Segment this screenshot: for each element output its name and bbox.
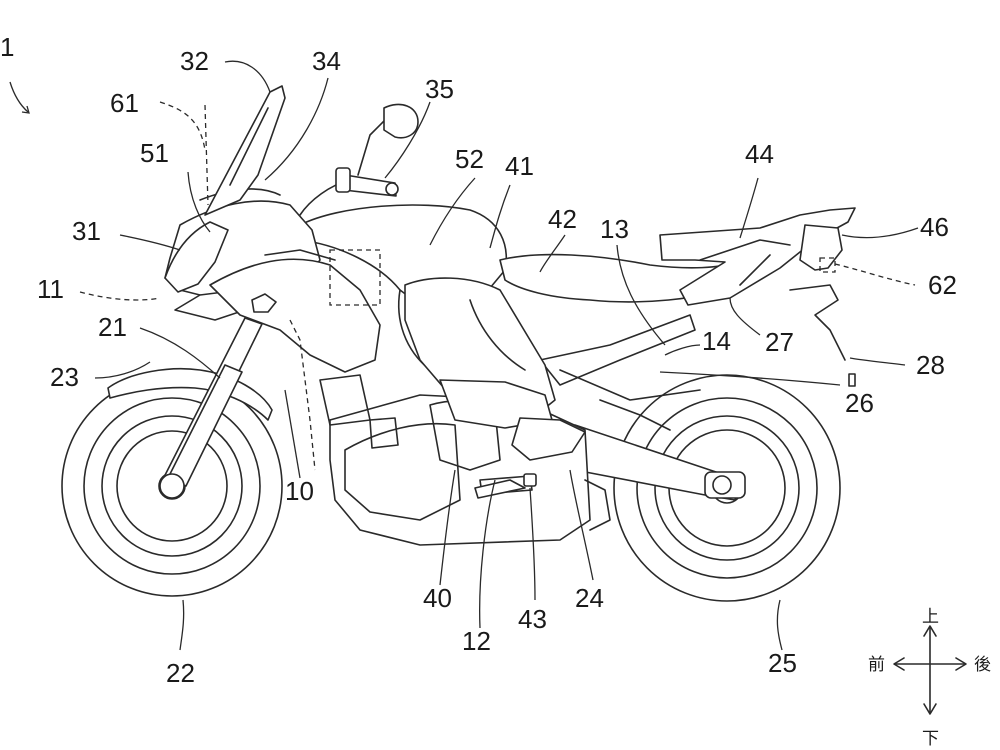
label-61: 61 [110, 88, 139, 118]
label-31: 31 [72, 216, 101, 246]
label-12: 12 [462, 626, 491, 656]
reference-labels: 32 34 35 61 51 52 41 44 31 42 13 46 11 6… [37, 46, 957, 688]
hidden-elements [79, 104, 916, 471]
direction-indicator: 上 下 前 後 [868, 607, 991, 749]
label-41: 41 [505, 151, 534, 181]
tail-section [789, 224, 856, 387]
front-cowl [164, 188, 381, 373]
label-52: 52 [455, 144, 484, 174]
handlebar [299, 167, 399, 216]
label-35: 35 [425, 74, 454, 104]
label-46: 46 [920, 212, 949, 242]
direction-down-label: 下 [922, 729, 939, 749]
label-62: 62 [928, 270, 957, 300]
leader-lines [94, 60, 919, 651]
label-40: 40 [423, 583, 452, 613]
windscreen [204, 85, 286, 216]
label-10: 10 [285, 476, 314, 506]
label-27: 27 [765, 327, 794, 357]
label-26: 26 [845, 388, 874, 418]
label-44: 44 [745, 139, 774, 169]
mirror [357, 103, 419, 176]
rear-frame [539, 314, 701, 431]
figure-number: 1 [0, 32, 14, 62]
label-32: 32 [180, 46, 209, 76]
label-22: 22 [166, 658, 195, 688]
front-fork [159, 317, 263, 499]
label-25: 25 [768, 648, 797, 678]
label-11: 11 [37, 274, 64, 304]
label-51: 51 [140, 138, 169, 168]
label-28: 28 [916, 350, 945, 380]
label-23: 23 [50, 362, 79, 392]
label-43: 43 [518, 604, 547, 634]
label-14: 14 [702, 326, 731, 356]
direction-rear-label: 後 [974, 655, 991, 675]
label-34: 34 [312, 46, 341, 76]
label-21: 21 [98, 312, 127, 342]
label-42: 42 [548, 204, 577, 234]
direction-front-label: 前 [868, 655, 885, 675]
front-fender [107, 368, 273, 421]
label-24: 24 [575, 583, 604, 613]
direction-up-label: 上 [922, 607, 939, 627]
side-panel [404, 277, 586, 499]
figure-reference: 1 [0, 32, 30, 114]
label-13: 13 [600, 214, 629, 244]
